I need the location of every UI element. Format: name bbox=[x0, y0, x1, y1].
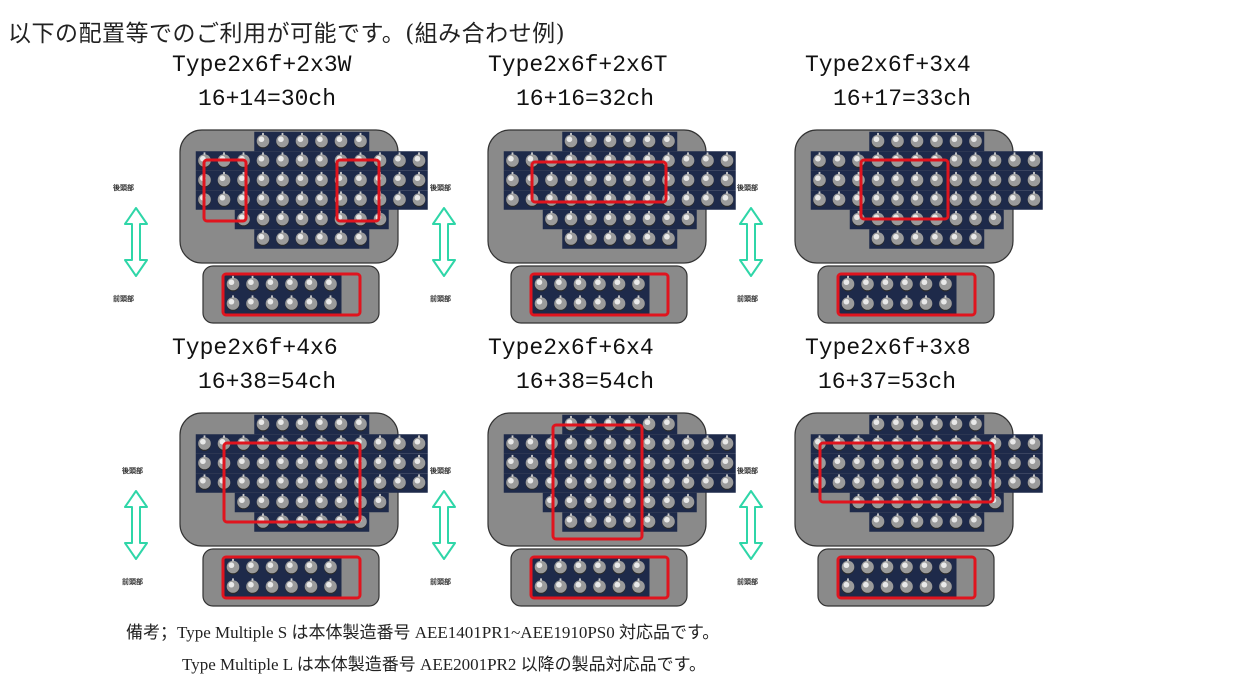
direction-arrow-icon bbox=[432, 207, 456, 277]
selection-highlight-front bbox=[221, 555, 362, 600]
rear-label: 後頭部 bbox=[112, 183, 134, 192]
front-electrode-grid bbox=[839, 558, 957, 597]
config-formula: 16+38=54ch bbox=[198, 369, 337, 395]
selection-highlight-rear bbox=[818, 441, 995, 504]
config-diagram: 後頭部 前頭部 bbox=[736, 129, 1043, 324]
selection-highlight-left bbox=[202, 158, 248, 223]
rear-electrode-grid bbox=[503, 414, 736, 532]
config-panel-3x4: Type2x6f+3x4 16+17=33ch 後頭部 前頭部 bbox=[725, 52, 1043, 332]
front-electrode-grid bbox=[839, 275, 957, 314]
page-heading: 以下の配置等でのご利用が可能です。(組み合わせ例) bbox=[8, 21, 566, 47]
direction-arrow-icon bbox=[124, 490, 148, 560]
front-label: 前頭部 bbox=[122, 577, 143, 586]
config-diagram: 後頭部 前頭部 bbox=[112, 129, 428, 324]
config-panel-6x4: Type2x6f+6x4 16+38=54ch 後頭部 前頭部 bbox=[418, 335, 736, 615]
front-label: 前頭部 bbox=[737, 294, 758, 303]
direction-arrow-icon bbox=[124, 207, 148, 277]
selection-highlight-front bbox=[529, 272, 670, 317]
direction-arrow-icon bbox=[739, 490, 763, 560]
config-panel-2x3w: Type2x6f+2x3W 16+14=30ch 後頭部 前頭部 bbox=[110, 52, 428, 332]
direction-arrow-icon bbox=[432, 490, 456, 560]
front-label: 前頭部 bbox=[430, 577, 451, 586]
config-name: Type2x6f+3x4 bbox=[805, 52, 971, 78]
selection-highlight-front bbox=[529, 555, 670, 600]
front-label: 前頭部 bbox=[737, 577, 758, 586]
rear-electrode-grid bbox=[503, 131, 736, 249]
selection-highlight-rear bbox=[859, 158, 950, 221]
config-panel-4x6: Type2x6f+4x6 16+38=54ch 後頭部 前頭部 bbox=[110, 335, 428, 615]
rear-label: 後頭部 bbox=[121, 466, 143, 475]
config-formula: 16+17=33ch bbox=[833, 86, 972, 112]
config-diagram: 後頭部 前頭部 bbox=[121, 412, 428, 607]
config-name: Type2x6f+3x8 bbox=[805, 335, 971, 361]
front-label: 前頭部 bbox=[430, 294, 451, 303]
remarks-line-2: Type Multiple L は本体製造番号 AEE2001PR2 以降の製品… bbox=[182, 655, 706, 674]
rear-electrode-grid bbox=[810, 414, 1043, 532]
selection-highlight-rear bbox=[530, 160, 668, 204]
config-formula: 16+16=32ch bbox=[516, 86, 655, 112]
rear-electrode-grid bbox=[810, 131, 1043, 249]
config-diagram: 後頭部 前頭部 bbox=[736, 412, 1043, 607]
rear-electrode-grid bbox=[195, 131, 428, 249]
front-label: 前頭部 bbox=[113, 294, 134, 303]
rear-label: 後頭部 bbox=[429, 466, 451, 475]
selection-highlight-front bbox=[836, 272, 977, 317]
config-name: Type2x6f+2x6T bbox=[488, 52, 668, 78]
config-diagram: 後頭部 前頭部 bbox=[429, 129, 736, 324]
rear-label: 後頭部 bbox=[736, 183, 758, 192]
front-electrode-grid bbox=[224, 558, 342, 597]
front-electrode-grid bbox=[532, 558, 650, 597]
config-name: Type2x6f+4x6 bbox=[172, 335, 338, 361]
config-formula: 16+38=54ch bbox=[516, 369, 655, 395]
config-name: Type2x6f+6x4 bbox=[488, 335, 654, 361]
selection-highlight-rear bbox=[222, 441, 362, 524]
config-panel-3x8: Type2x6f+3x8 16+37=53ch 後頭部 前頭部 bbox=[725, 335, 1043, 615]
rear-label: 後頭部 bbox=[429, 183, 451, 192]
selection-highlight-rear bbox=[551, 423, 644, 541]
config-formula: 16+37=53ch bbox=[818, 369, 957, 395]
config-name: Type2x6f+2x3W bbox=[172, 52, 352, 78]
config-panel-2x6t: Type2x6f+2x6T 16+16=32ch 後頭部 前頭部 bbox=[418, 52, 736, 332]
selection-highlight-front bbox=[221, 272, 362, 317]
selection-highlight-front bbox=[836, 555, 977, 600]
front-electrode-grid bbox=[532, 275, 650, 314]
config-formula: 16+14=30ch bbox=[198, 86, 337, 112]
direction-arrow-icon bbox=[739, 207, 763, 277]
remarks-line-1: 備考；Type Multiple S は本体製造番号 AEE1401PR1~AE… bbox=[126, 623, 720, 642]
rear-label: 後頭部 bbox=[736, 466, 758, 475]
config-diagram: 後頭部 前頭部 bbox=[429, 412, 736, 607]
selection-highlight-right bbox=[335, 158, 381, 223]
front-electrode-grid bbox=[224, 275, 342, 314]
